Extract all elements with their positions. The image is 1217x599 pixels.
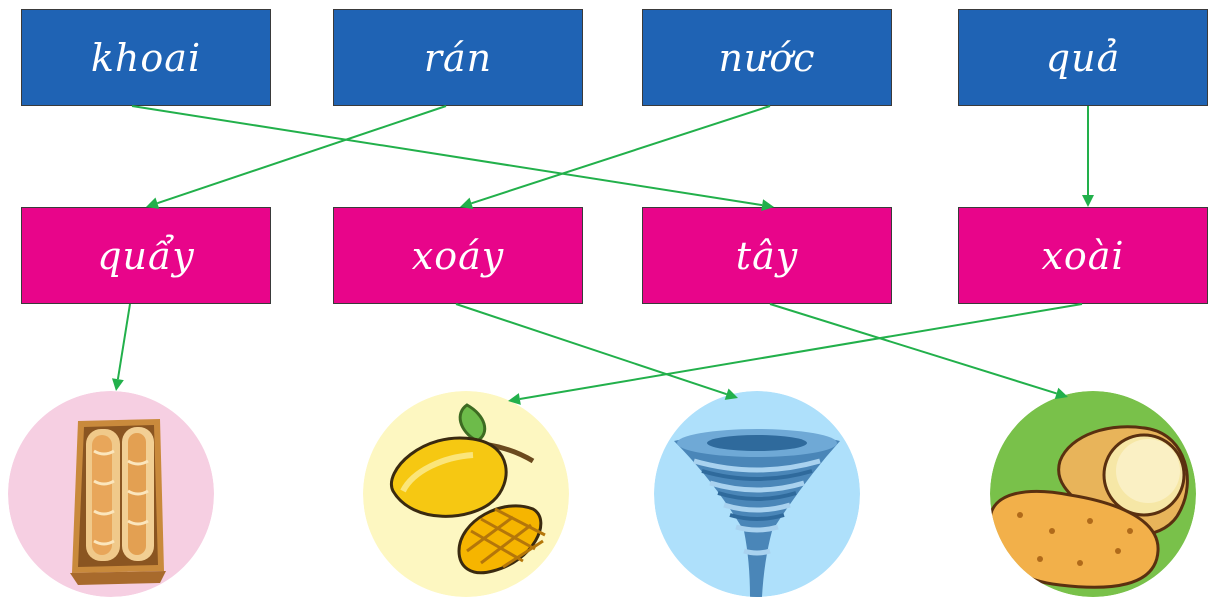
arrow-middle-1-to-picture-1: [111, 303, 131, 391]
middle-word-box-4[interactable]: xoài: [958, 207, 1208, 304]
potato-icon: [990, 391, 1196, 597]
top-word-box-1[interactable]: khoai: [21, 9, 271, 106]
bread-sticks-icon: [8, 391, 214, 597]
middle-word-box-2[interactable]: xoáy: [333, 207, 583, 304]
middle-word-label: quẩy: [97, 233, 195, 278]
middle-word-label: tây: [735, 233, 799, 278]
middle-word-label: xoáy: [411, 233, 505, 278]
arrow-top-1-to-middle-3: [131, 105, 774, 212]
arrow-middle-2-to-picture-3: [455, 303, 738, 400]
top-word-label: rán: [423, 35, 493, 80]
picture-potato[interactable]: [990, 391, 1196, 597]
arrow-top-2-to-middle-1: [146, 105, 447, 209]
middle-word-box-1[interactable]: quẩy: [21, 207, 271, 304]
top-word-label: quả: [1045, 35, 1121, 80]
top-word-label: khoai: [90, 35, 202, 80]
top-word-box-4[interactable]: quả: [958, 9, 1208, 106]
middle-word-label: xoài: [1041, 233, 1125, 278]
picture-mango[interactable]: [363, 391, 569, 597]
picture-bread-sticks[interactable]: [8, 391, 214, 597]
arrow-middle-4-to-picture-2: [508, 303, 1083, 405]
arrow-middle-3-to-picture-4: [769, 303, 1068, 400]
arrow-top-3-to-middle-2: [460, 105, 771, 209]
top-word-box-3[interactable]: nước: [642, 9, 892, 106]
top-word-label: nước: [718, 35, 816, 80]
whirlpool-icon: [654, 391, 860, 597]
arrow-top-4-to-middle-4: [1082, 106, 1094, 207]
top-word-box-2[interactable]: rán: [333, 9, 583, 106]
picture-whirlpool[interactable]: [654, 391, 860, 597]
middle-word-box-3[interactable]: tây: [642, 207, 892, 304]
mango-icon: [363, 391, 569, 597]
